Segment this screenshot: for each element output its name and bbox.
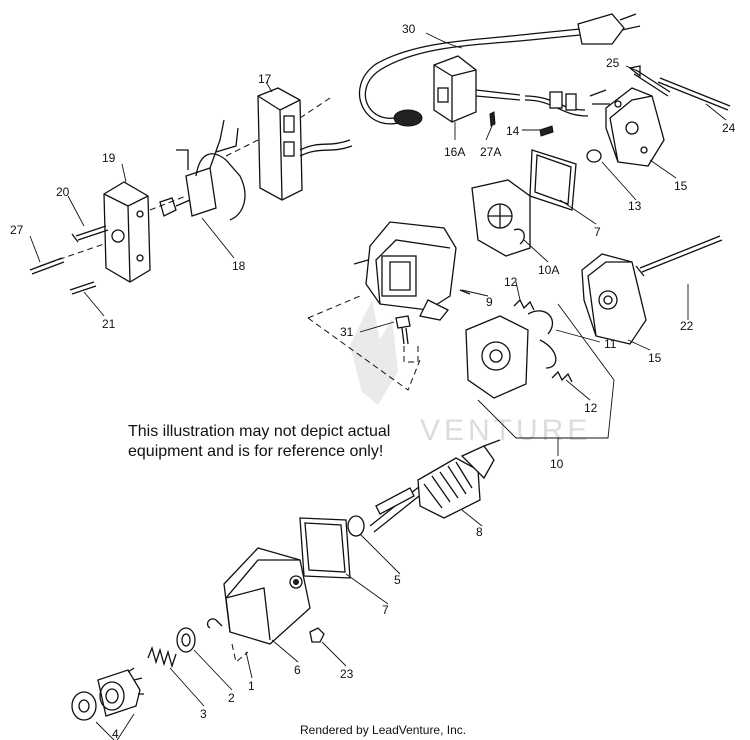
part-through-bolt-22: [635, 235, 723, 277]
assembly-axis-left: [39, 139, 259, 267]
callout-16A: 16A: [444, 145, 465, 159]
part-screw-21: [69, 281, 97, 295]
callout-5: 5: [394, 573, 401, 587]
watermark: VENTURE: [350, 300, 591, 447]
part-screw-27A: [489, 111, 496, 127]
callout-10: 10: [550, 457, 564, 471]
callout-15-top: 15: [674, 179, 688, 193]
part-screw-14: [539, 125, 554, 137]
part-spring-3: [147, 645, 177, 669]
disclaimer-line-2: equipment and is for reference only!: [128, 443, 383, 460]
part-end-cap-top: [605, 87, 665, 167]
part-switch-assembly-18: [159, 119, 246, 221]
watermark-logo-icon: [350, 300, 398, 405]
part-spring-12-bottom: [551, 370, 573, 383]
part-brush-plate-10A: [471, 179, 531, 257]
callout-14: 14: [506, 124, 520, 138]
callout-27: 27: [10, 223, 24, 237]
part-through-bolt-24: [657, 77, 731, 111]
callout-7-top: 7: [594, 225, 601, 239]
watermark-text: VENTURE: [420, 414, 591, 447]
part-power-cord: [358, 13, 641, 127]
callout-3: 3: [200, 707, 207, 721]
callout-27A: 27A: [480, 145, 501, 159]
callout-18: 18: [232, 259, 246, 273]
part-bolt-31: [395, 315, 419, 363]
part-washer-13: [586, 149, 602, 163]
callout-labels: 30 17 25 24 19 14 16A 27A 20 13 15 27 7 …: [10, 22, 736, 740]
callout-2: 2: [228, 691, 235, 705]
footer-credit: Rendered by LeadVenture, Inc.: [300, 723, 466, 737]
part-gasket-top: [529, 149, 577, 211]
part-end-cap-middle: [581, 253, 647, 345]
callout-23: 23: [340, 667, 354, 681]
callout-22: 22: [680, 319, 694, 333]
group-bracket-9: [307, 295, 421, 391]
callout-19: 19: [102, 151, 116, 165]
callout-1: 1: [248, 679, 255, 693]
callout-9: 9: [486, 295, 493, 309]
bracket-10: [477, 303, 615, 439]
callout-31: 31: [340, 325, 354, 339]
part-brush-plate-10: [465, 310, 557, 399]
part-wiring-harness: [524, 89, 610, 117]
part-screw-27: [29, 257, 65, 275]
part-retaining-ring-1: [206, 618, 223, 629]
callout-12-bottom: 12: [584, 401, 598, 415]
bracket-4: [95, 713, 135, 740]
part-mounting-plate-17: [257, 87, 353, 201]
callout-17: 17: [258, 72, 272, 86]
part-bolt-25: [628, 65, 671, 97]
part-screw-20: [71, 225, 109, 243]
part-gasket-lower: [299, 517, 351, 579]
callout-6: 6: [294, 663, 301, 677]
leader-lines: [29, 32, 727, 707]
part-switch-box: [433, 55, 521, 123]
part-field-housing-9: [353, 221, 471, 321]
callout-25: 25: [606, 56, 620, 70]
callout-20: 20: [56, 185, 70, 199]
callout-4: 4: [112, 727, 119, 740]
callout-11: 11: [604, 337, 617, 351]
part-washer-5: [347, 515, 365, 537]
part-front-plate-19: [103, 181, 151, 283]
disclaimer-line-1: This illustration may not depict actual: [128, 423, 390, 440]
callout-8: 8: [476, 525, 483, 539]
part-collar-2: [176, 627, 196, 653]
part-spring-12-top: [513, 298, 535, 311]
assembly-axis-drive: [231, 643, 249, 663]
part-nut-23: [309, 627, 325, 643]
callout-15-middle: 15: [648, 351, 662, 365]
callout-13: 13: [628, 199, 642, 213]
callout-7-lower: 7: [382, 603, 389, 617]
callout-12-top: 12: [504, 275, 518, 289]
callout-10A: 10A: [538, 263, 559, 277]
part-drive-housing-6: [223, 547, 311, 645]
callout-21: 21: [102, 317, 116, 331]
callout-24: 24: [722, 121, 736, 135]
part-armature-8: [369, 439, 501, 533]
part-drive-gear-4: [71, 667, 144, 721]
callout-30: 30: [402, 22, 416, 36]
